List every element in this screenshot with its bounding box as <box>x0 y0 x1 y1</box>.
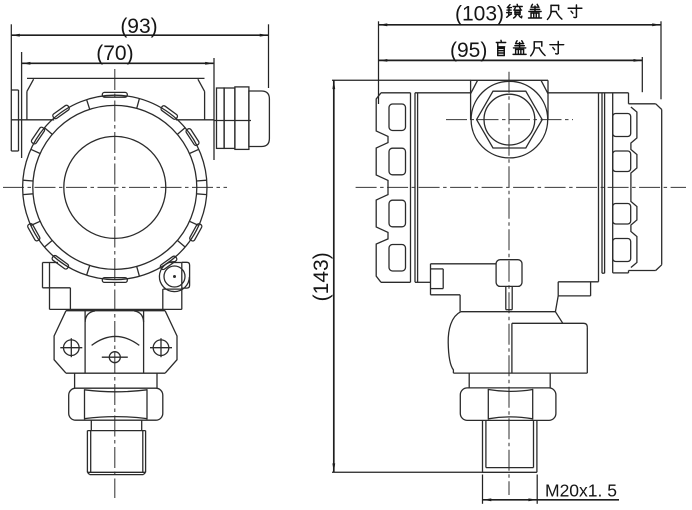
svg-text:(95): (95) <box>450 39 487 62</box>
svg-text:M20x1. 5: M20x1. 5 <box>545 480 617 500</box>
svg-text:(93): (93) <box>120 15 157 38</box>
svg-text:(103): (103) <box>455 3 504 26</box>
svg-text:(70): (70) <box>96 42 133 65</box>
svg-text:(143): (143) <box>310 252 333 301</box>
